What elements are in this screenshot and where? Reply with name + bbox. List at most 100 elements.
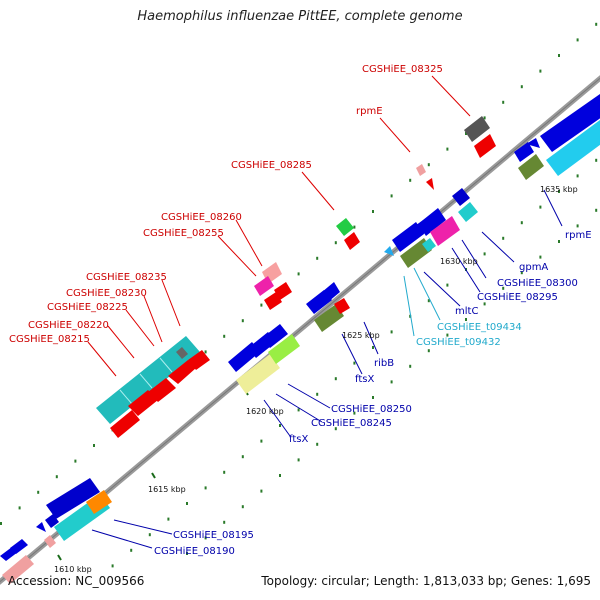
scale-dot <box>409 314 412 318</box>
gene-label: CGSHiEE_t09434 <box>437 322 522 333</box>
scale-dot <box>576 174 579 178</box>
gene-pink <box>416 164 426 176</box>
scale-dot <box>167 517 170 521</box>
scale-dot <box>595 208 598 212</box>
tick-label-1630: 1630 kbp <box>440 257 478 266</box>
scale-dot <box>520 271 523 275</box>
gene-red-arrow <box>110 410 140 438</box>
scale-dot <box>241 505 244 509</box>
scale-dot <box>316 442 319 446</box>
scale-dot <box>130 548 133 552</box>
scale-dot <box>502 100 505 104</box>
scale-dot <box>260 439 263 443</box>
scale-dot <box>279 474 281 477</box>
topology-text: Topology: circular; Length: 1,813,033 bp… <box>261 574 591 588</box>
scale-dot <box>186 552 188 555</box>
gene-red-arrow <box>334 298 350 314</box>
scale-dot <box>409 364 412 368</box>
scale-dot <box>576 224 579 228</box>
scale-dot <box>446 283 449 287</box>
gene-blue-arrow <box>514 142 534 162</box>
leader-lines-blue <box>91 189 563 549</box>
scale-dot <box>297 458 300 462</box>
scale-dot <box>297 408 300 412</box>
scale-dot <box>446 333 449 337</box>
gene-gray <box>176 347 188 359</box>
gene-blue-arrow <box>526 138 540 148</box>
gene-label: CGSHiEE_08285 <box>231 160 312 171</box>
scale-dot <box>520 221 523 225</box>
gene-labels-below: rpmE gpmA CGSHiEE_08300 CGSHiEE_08295 ml… <box>154 230 592 557</box>
scale-dot <box>93 444 95 447</box>
scale-dot <box>502 286 505 290</box>
scale-dot <box>502 236 505 240</box>
gene-magenta <box>430 216 460 246</box>
gene-label: CGSHiEE_08195 <box>173 530 254 541</box>
gene-olive <box>314 304 344 332</box>
scale-dot <box>372 396 374 399</box>
scale-dot <box>55 475 58 479</box>
gene-blue <box>46 478 100 519</box>
scale-dot <box>427 163 430 167</box>
gene-red-arrow <box>148 378 176 402</box>
scale-dot <box>0 522 2 525</box>
gene-red-arrow <box>474 134 496 158</box>
scale-dot <box>204 486 207 490</box>
scale-dot <box>334 427 337 431</box>
scale-dot <box>483 302 486 306</box>
scale-dot <box>539 205 542 209</box>
scale-dot <box>390 330 393 334</box>
gene-label: CGSHiEE_08190 <box>154 546 235 557</box>
gene-label: CGSHiEE_08220 <box>28 320 109 331</box>
scale-dot <box>260 303 263 307</box>
scale-dot <box>595 22 598 26</box>
gene-blue-arrow <box>322 282 340 302</box>
scale-dot <box>465 318 467 321</box>
gene-red-arrow <box>264 292 282 310</box>
gene-label: CGSHiEE_08250 <box>331 404 412 415</box>
gene-label: CGSHiEE_08235 <box>86 272 167 283</box>
scale-dot <box>18 506 21 510</box>
scale-dot <box>465 132 467 135</box>
gene-red-arrow <box>344 232 360 250</box>
gene-blue <box>45 514 59 528</box>
scale-dot <box>111 564 114 568</box>
scale-dot <box>334 241 337 245</box>
gene-features <box>0 94 600 584</box>
scale-dot <box>241 455 244 459</box>
kbp-tick-labels: 1610 kbp 1615 kbp 1620 kbp 1625 kbp 1630… <box>54 185 578 574</box>
tick-label-1615: 1615 kbp <box>148 485 186 494</box>
scale-dot <box>353 361 356 365</box>
scale-dot <box>483 252 486 256</box>
scale-dot <box>558 190 560 193</box>
scale-dot <box>186 502 188 505</box>
scale-dot <box>446 147 449 151</box>
scale-dot <box>483 116 486 120</box>
gene-labels-above: CGSHiEE_08325 rpmE CGSHiEE_08285 CGSHiEE… <box>9 64 443 345</box>
scale-dot <box>372 210 374 213</box>
gene-label: CGSHiEE_08295 <box>477 292 558 303</box>
map-title: Haemophilus influenzae PittEE, complete … <box>137 9 463 24</box>
gene-label: gpmA <box>519 262 548 273</box>
scale-dot <box>576 38 579 42</box>
gene-blue-arrow <box>262 324 288 348</box>
gene-label: ribB <box>374 358 394 369</box>
gene-blue-arrow <box>10 539 28 554</box>
gene-red-arrow <box>188 350 210 370</box>
scale-dot <box>297 272 300 276</box>
gene-blue-arrow <box>412 218 432 238</box>
scale-dot <box>334 377 337 381</box>
gene-cyan <box>458 202 478 222</box>
accession-text: Accession: NC_009566 <box>8 574 145 588</box>
tick-label-1620: 1620 kbp <box>246 407 284 416</box>
scale-dot <box>558 54 560 57</box>
scale-dot <box>427 299 430 303</box>
gene-label: CGSHiEE_08215 <box>9 334 90 345</box>
leader-lines-red <box>87 75 471 377</box>
scale-dot <box>260 489 263 493</box>
gene-cyan <box>96 336 200 424</box>
gene-label: CGSHiEE_08300 <box>497 278 578 289</box>
scale-dot <box>520 85 523 89</box>
scale-dot <box>223 334 226 338</box>
